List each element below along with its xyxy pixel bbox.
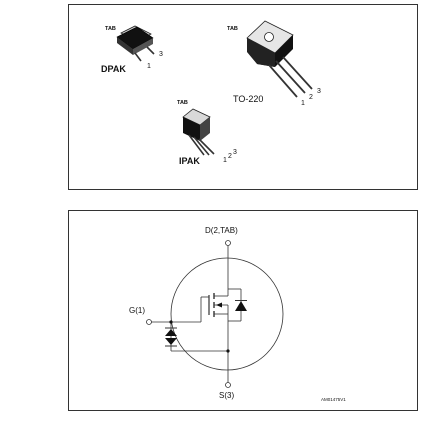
ipak-name-label: IPAK (179, 156, 200, 166)
drawing-code-label: AM01475V1 (321, 397, 346, 402)
schematic-panel: D(2,TAB) G(1) S(3) AM01475V1 (68, 210, 418, 411)
ipak-tab-label: TAB (177, 100, 188, 106)
dpak-pin-1-label: 1 (147, 63, 151, 70)
ipak-pin-2-label: 2 (228, 153, 232, 160)
ipak-pin-3-label: 3 (233, 149, 237, 156)
package-drawings (116, 20, 313, 156)
to220-pin-1-label: 1 (301, 100, 305, 107)
source-label: S(3) (219, 391, 235, 400)
dpak-name-label: DPAK (101, 64, 126, 74)
dpak-pin-3-label: 3 (159, 51, 163, 58)
dpak-tab-label: TAB (105, 26, 116, 32)
drain-label: D(2,TAB) (205, 226, 238, 235)
zener-diode-upper-icon (165, 329, 177, 336)
dpak-package-image (116, 25, 155, 62)
packages-panel: TAB 3 1 DPAK TAB TO-220 1 2 3 TAB IPAK 1… (68, 4, 418, 190)
ipak-pin-1-label: 1 (223, 157, 227, 164)
ipak-package-image (182, 108, 215, 156)
to220-name-label: TO-220 (233, 94, 264, 104)
zener-diode-lower-icon (165, 338, 177, 345)
to220-pin-2-label: 2 (309, 94, 313, 101)
gate-label: G(1) (129, 306, 145, 315)
drain-terminal (225, 240, 231, 246)
body-diode-icon (235, 301, 247, 311)
gate-terminal (146, 319, 152, 325)
to220-tab-label: TAB (227, 26, 238, 32)
to220-package-image (246, 20, 313, 98)
source-terminal (225, 382, 231, 388)
package-outline-circle (170, 257, 284, 371)
mosfet-schematic (146, 240, 284, 388)
to220-pin-3-label: 3 (317, 88, 321, 95)
channel-arrow (216, 302, 222, 308)
